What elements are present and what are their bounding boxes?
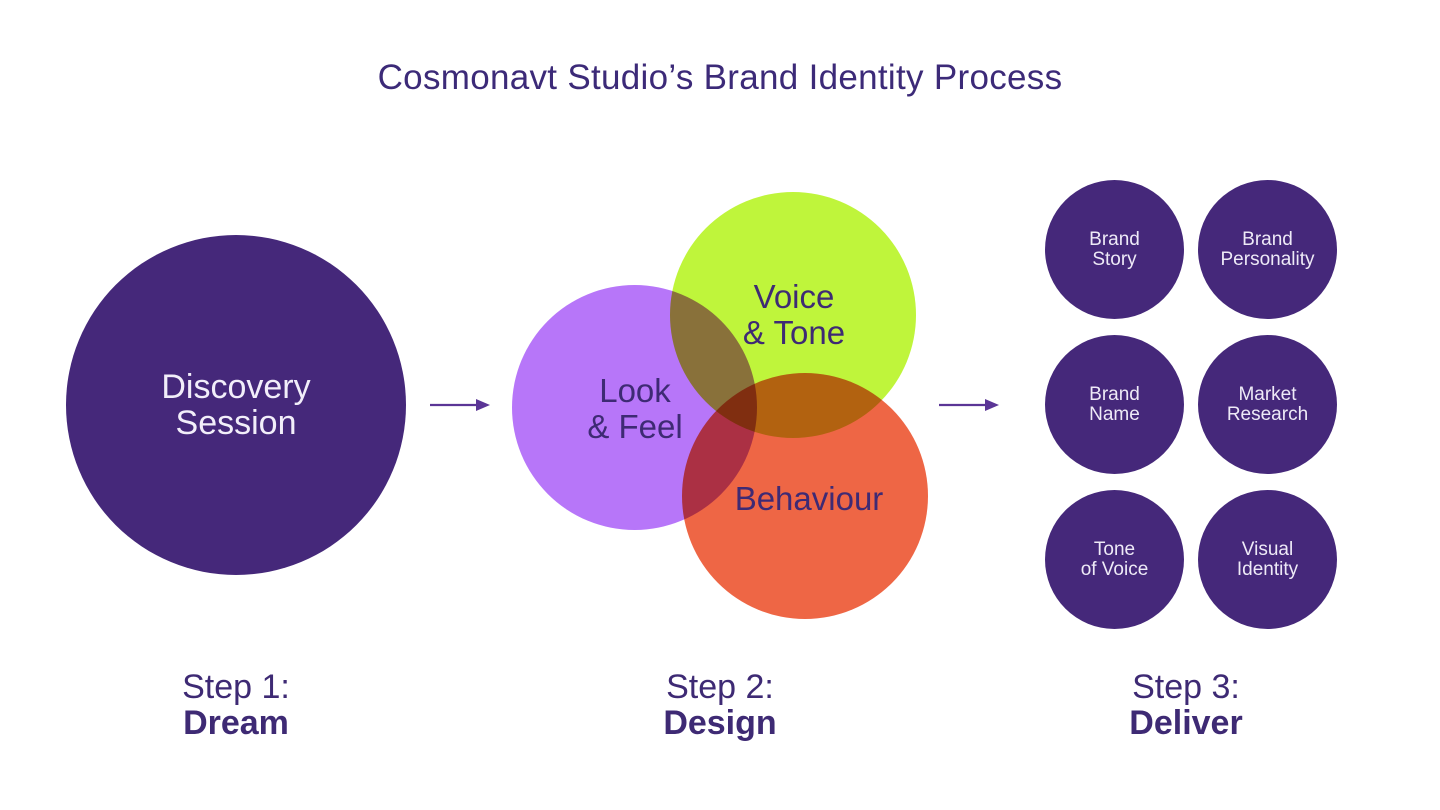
arrow-right-icon xyxy=(939,399,999,411)
voice-tone-line1: Voice xyxy=(753,278,835,315)
discovery-line2: Session xyxy=(175,404,297,442)
deliverable-line2: Identity xyxy=(1236,558,1299,580)
behaviour-label: Behaviour xyxy=(734,480,884,517)
step-number: Step 3: xyxy=(1132,668,1240,706)
deliverable-line2: Story xyxy=(1092,248,1137,270)
deliverable-line1: Market xyxy=(1238,383,1297,405)
look-feel-line1: Look xyxy=(599,372,671,409)
step-name: Dream xyxy=(183,704,289,742)
step-number: Step 1: xyxy=(182,668,290,706)
deliverable-line2: Name xyxy=(1089,403,1140,425)
page-title: Cosmonavt Studio’s Brand Identity Proces… xyxy=(377,58,1063,97)
step-1-label: Step 1: Dream xyxy=(116,669,356,741)
step-2-label: Step 2: Design xyxy=(600,669,840,741)
look-feel-line2: & Feel xyxy=(587,408,683,445)
arrow-right-icon xyxy=(430,399,490,411)
deliverable-line2: of Voice xyxy=(1080,558,1149,580)
look-and-feel-label: Look & Feel xyxy=(555,373,715,445)
voice-tone-line2: & Tone xyxy=(742,314,846,351)
behaviour-circle xyxy=(682,373,928,619)
deliverable-line1: Visual xyxy=(1241,538,1294,560)
deliverable-line1: Brand xyxy=(1089,383,1140,405)
deliverable-line2: Personality xyxy=(1220,248,1315,270)
deliverable-line1: Tone xyxy=(1093,538,1136,560)
deliverable-line1: Brand xyxy=(1089,228,1140,250)
step-name: Deliver xyxy=(1129,704,1243,742)
deliverable-line2: Research xyxy=(1226,403,1309,425)
step-3-label: Step 3: Deliver xyxy=(1066,669,1306,741)
discovery-line1: Discovery xyxy=(161,368,311,406)
step-name: Design xyxy=(663,704,777,742)
voice-and-tone-label: Voice & Tone xyxy=(714,279,874,351)
discovery-session-circle: Discovery Session xyxy=(66,235,406,575)
deliverable-line1: Brand xyxy=(1242,228,1293,250)
step-number: Step 2: xyxy=(666,668,774,706)
